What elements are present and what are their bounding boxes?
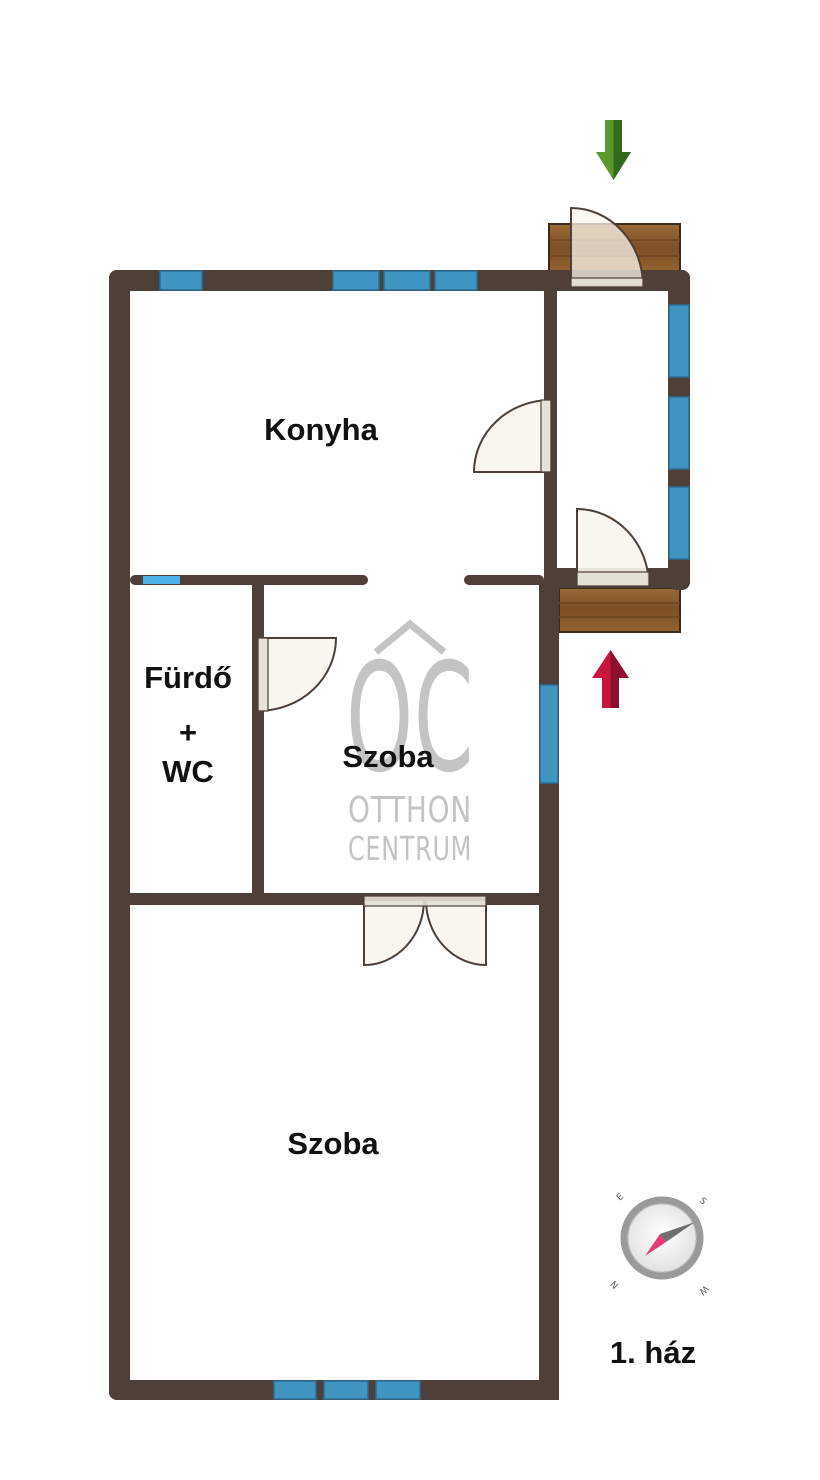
window (159, 270, 203, 291)
window (273, 1380, 317, 1400)
watermark-line2: CENTRUM (348, 829, 472, 868)
room-label-konyha: Konyha (264, 412, 378, 447)
compass-s: S (697, 1196, 708, 1207)
entry-deck-side (558, 587, 681, 633)
window (323, 1380, 369, 1400)
doors (257, 206, 651, 967)
compass-n: N (609, 1278, 621, 1290)
window (434, 270, 478, 291)
compass-e: E (615, 1192, 626, 1203)
entry-door-top (570, 206, 645, 287)
arrow-up-icon (592, 650, 629, 708)
window (668, 396, 690, 470)
watermark-chevron (373, 619, 447, 655)
bath-door (257, 637, 338, 713)
compass-w: W (697, 1283, 710, 1296)
window (539, 684, 559, 784)
windows (159, 270, 690, 1400)
window-bath (143, 576, 180, 584)
window (668, 486, 690, 560)
watermark-logo: OC (346, 632, 474, 806)
room-label-furdo-wc: WC (162, 754, 214, 789)
window (332, 270, 380, 291)
room-label-szoba-large: Szoba (287, 1126, 379, 1161)
building-label: 1. ház (610, 1335, 696, 1370)
room-label-furdo-plus: + (179, 715, 197, 750)
arrow-down-icon (596, 120, 631, 180)
double-door-right (424, 899, 487, 967)
compass-icon: E S N W (609, 1192, 710, 1297)
room-label-szoba-small: Szoba (342, 739, 434, 774)
watermark-line1: OTTHON (348, 790, 472, 831)
window (668, 304, 690, 378)
watermark: OC OTTHON CENTRUM (346, 619, 474, 868)
double-door-left (363, 899, 426, 967)
window (375, 1380, 421, 1400)
kitchen-door (472, 398, 552, 473)
room-label-furdo: Fürdő (144, 660, 232, 695)
window (383, 270, 431, 291)
